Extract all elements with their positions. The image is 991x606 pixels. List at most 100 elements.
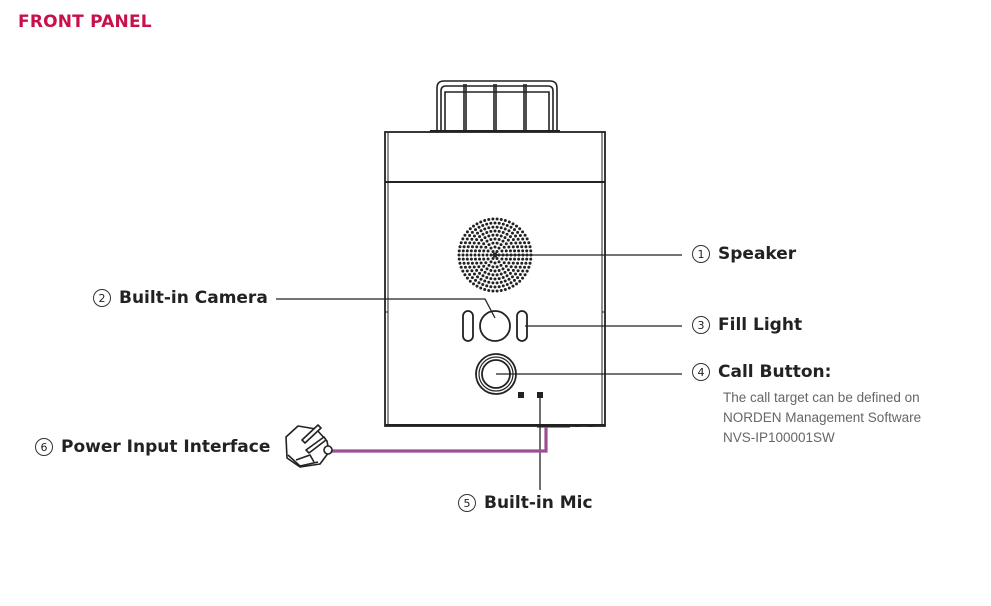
speaker-hole [514, 272, 518, 276]
speaker-hole [505, 283, 509, 287]
speaker-hole [497, 260, 501, 264]
speaker-hole [495, 217, 499, 221]
speaker-hole [477, 253, 481, 257]
speaker-hole [462, 261, 466, 265]
speaker-hole [470, 261, 474, 265]
speaker-hole [469, 257, 473, 261]
speaker-hole [509, 281, 513, 285]
speaker-hole [489, 260, 493, 264]
mic-holes [518, 392, 543, 398]
speaker-hole [487, 288, 491, 292]
speaker-hole [482, 242, 486, 246]
speaker-hole [489, 221, 493, 225]
speaker-hole [501, 222, 505, 226]
speaker-hole [511, 284, 515, 288]
speaker-hole [523, 233, 527, 237]
speaker-hole [518, 234, 522, 238]
top-bracket [430, 80, 560, 132]
speaker-hole [518, 265, 522, 269]
speaker-hole [480, 268, 484, 272]
speaker-hole [468, 241, 472, 245]
callout-label: Built-in Camera [119, 288, 268, 308]
speaker-hole [463, 273, 467, 277]
speaker-hole [461, 253, 465, 257]
speaker-hole [481, 274, 485, 278]
speaker-hole [511, 261, 515, 265]
speaker-hole [499, 272, 503, 276]
speaker-hole [470, 230, 474, 234]
speaker-hole [525, 269, 529, 273]
speaker-hole [483, 227, 487, 231]
speaker-hole [465, 253, 469, 257]
speaker-hole [509, 265, 513, 269]
callout-call-button: 4 Call Button: [692, 362, 831, 382]
speaker-hole [511, 245, 515, 249]
speaker-hole [495, 233, 499, 237]
speaker-hole [477, 225, 481, 229]
speaker-hole [527, 241, 531, 245]
speaker-hole [479, 261, 483, 265]
speaker-hole [489, 253, 493, 257]
speaker-hole [463, 233, 467, 237]
speaker-hole [516, 276, 520, 280]
speaker-hole [479, 229, 483, 233]
speaker-hole [491, 273, 495, 277]
speaker-hole [500, 257, 504, 261]
callout-label: Speaker [718, 244, 797, 264]
speaker-hole [499, 243, 503, 247]
speaker-hole [493, 245, 497, 249]
speaker-hole [528, 245, 532, 249]
speaker-hole [491, 241, 495, 245]
speaker-hole [508, 271, 512, 275]
speaker-hole [491, 289, 495, 293]
speaker-hole [481, 253, 485, 257]
speaker-hole [527, 265, 531, 269]
speaker-hole [479, 245, 483, 249]
speaker-hole [493, 237, 497, 241]
speaker-hole [489, 246, 493, 250]
speaker-hole [515, 282, 518, 286]
speaker-hole [473, 253, 477, 257]
speaker-hole [507, 286, 511, 290]
speaker-hole [478, 249, 482, 253]
speaker-hole [499, 226, 503, 230]
speaker-hole [463, 265, 467, 269]
speaker-hole [524, 245, 528, 249]
speaker-hole [504, 242, 508, 246]
speaker-hole [510, 275, 514, 279]
speaker-hole [466, 261, 470, 265]
speaker-hole [487, 243, 491, 247]
speaker-hole [465, 249, 469, 253]
speaker-hole [506, 238, 510, 242]
speaker-hole [517, 249, 521, 253]
speaker-hole [495, 241, 499, 245]
speaker-hole [487, 272, 491, 276]
speaker-hole [523, 241, 527, 245]
speaker-hole [459, 265, 463, 269]
speaker-hole [469, 253, 473, 257]
speaker-hole [504, 264, 508, 268]
speaker-hole [497, 277, 501, 281]
speaker-hole [507, 277, 511, 281]
speaker-hole [508, 235, 512, 239]
speaker-hole [485, 222, 489, 226]
speaker-hole [487, 218, 491, 222]
speaker-hole [472, 282, 475, 286]
speaker-hole [479, 277, 483, 281]
speaker-hole [520, 261, 524, 265]
speaker-hole [479, 286, 483, 290]
speaker-hole [505, 232, 509, 236]
speaker-hole [458, 245, 462, 249]
speaker-hole [514, 234, 518, 238]
speaker-hole [512, 278, 516, 282]
speaker-hole [461, 257, 465, 261]
speaker-hole [472, 272, 476, 276]
speaker-hole [521, 257, 525, 261]
fill-light-left [462, 310, 474, 342]
speaker-hole [514, 241, 518, 245]
speaker-hole [516, 230, 520, 234]
speaker-hole [465, 230, 469, 234]
speaker-hole [475, 245, 479, 249]
page-title: FRONT PANEL [18, 12, 152, 32]
